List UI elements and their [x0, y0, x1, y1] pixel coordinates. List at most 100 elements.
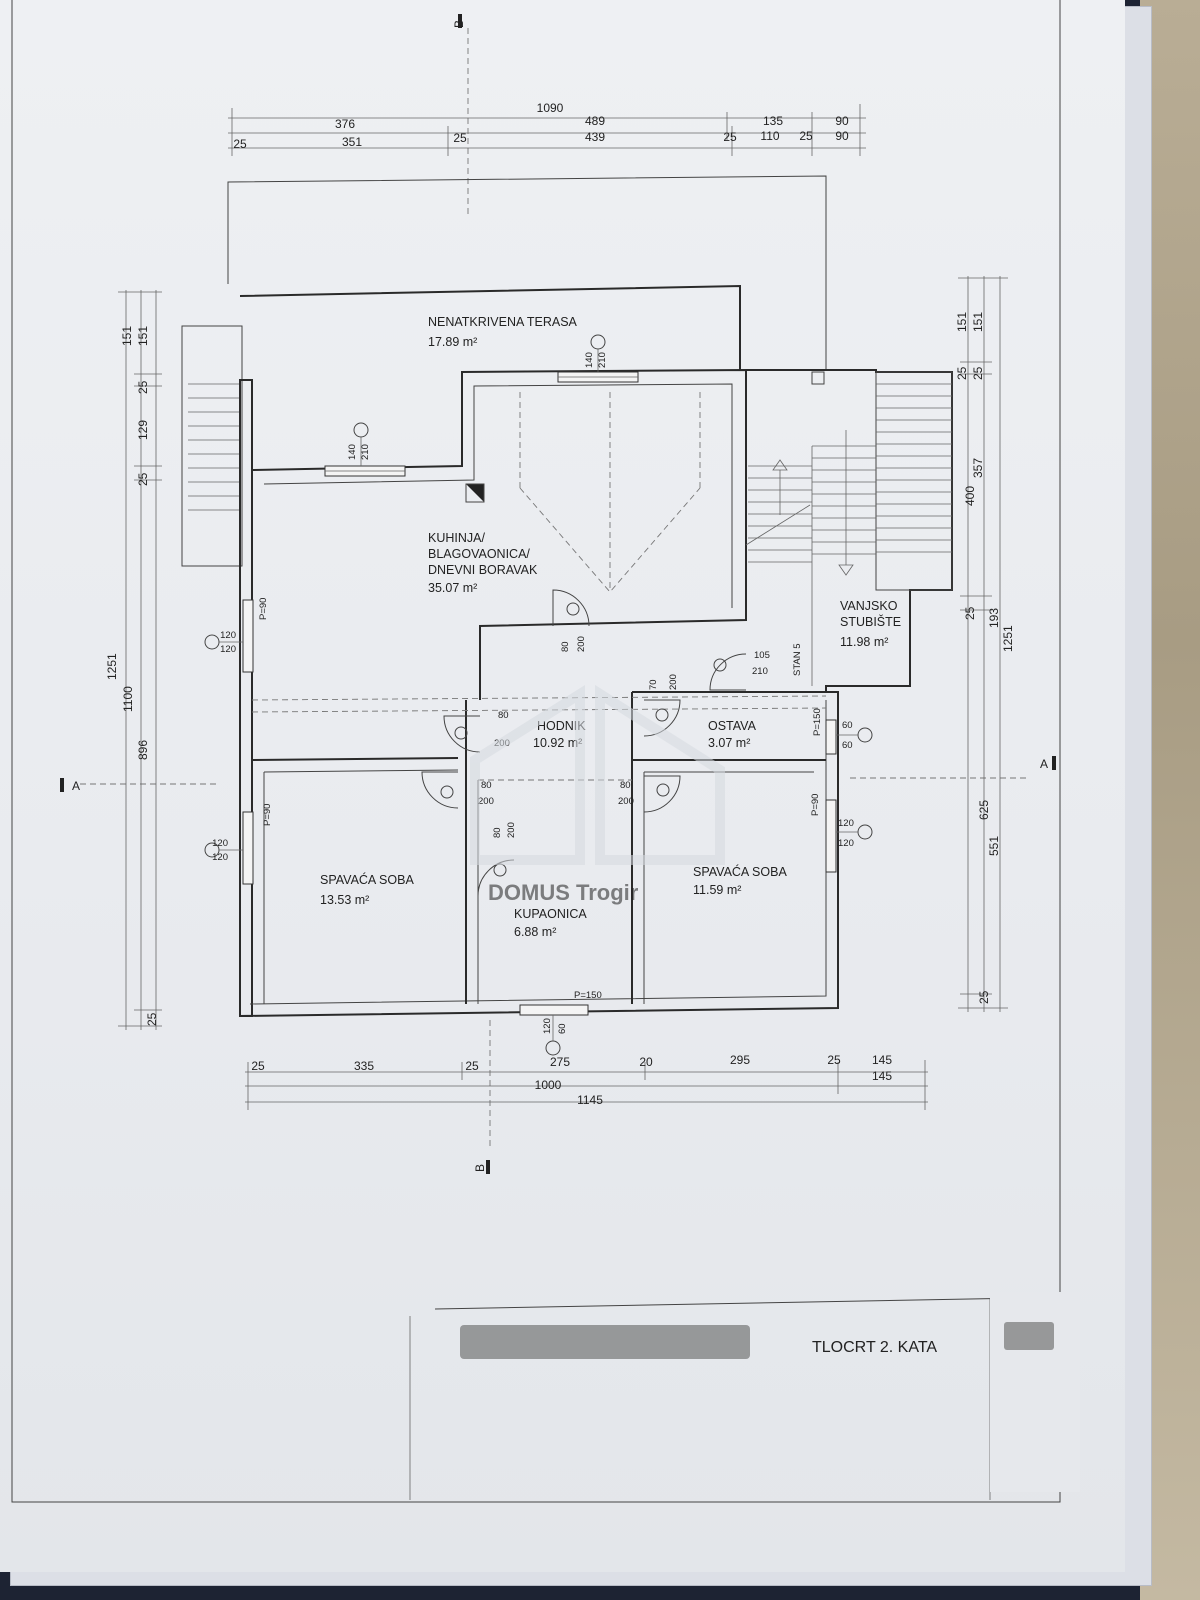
svg-text:P=90: P=90 — [258, 598, 269, 620]
svg-text:STAN 5: STAN 5 — [792, 643, 803, 676]
svg-text:80: 80 — [498, 710, 509, 721]
room-kupaonica-name: KUPAONICA — [514, 907, 587, 921]
svg-text:80: 80 — [620, 780, 631, 791]
section-label-a-right: A — [1040, 757, 1048, 771]
svg-text:200: 200 — [618, 796, 634, 807]
svg-text:151: 151 — [955, 312, 969, 332]
svg-text:489: 489 — [585, 114, 605, 128]
svg-text:80: 80 — [492, 827, 503, 838]
svg-text:200: 200 — [668, 674, 679, 690]
svg-text:25: 25 — [233, 137, 247, 151]
svg-text:60: 60 — [842, 740, 853, 751]
svg-text:200: 200 — [506, 822, 517, 838]
svg-text:151: 151 — [971, 312, 985, 332]
svg-text:120: 120 — [838, 818, 854, 829]
svg-text:120: 120 — [220, 644, 236, 655]
section-marker-a-right — [1052, 756, 1056, 770]
svg-text:376: 376 — [335, 117, 355, 131]
svg-text:439: 439 — [585, 130, 605, 144]
svg-text:P=90: P=90 — [810, 794, 821, 816]
section-marker-a-left — [60, 778, 64, 792]
svg-text:120: 120 — [542, 1018, 553, 1034]
windows — [242, 371, 837, 1016]
svg-text:25: 25 — [136, 472, 150, 486]
svg-text:200: 200 — [478, 796, 494, 807]
external-stair-treads — [745, 383, 952, 686]
svg-text:400: 400 — [963, 486, 977, 506]
svg-text:145: 145 — [872, 1069, 892, 1083]
svg-text:25: 25 — [955, 366, 969, 380]
floor-plan: B B A A 1090 376 489 135 90 25 351 25 43… — [11, 0, 1081, 1503]
bottom-dimension-chain: 25 335 25 275 20 295 25 145 1000 145 114… — [245, 1053, 928, 1110]
window-left-kuhinja — [242, 599, 254, 673]
svg-text:120: 120 — [212, 852, 228, 863]
window-left-soba — [242, 811, 254, 885]
room-kuhinja-name-1: KUHINJA/ — [428, 531, 485, 545]
room-kupaonica-area: 6.88 m² — [514, 925, 556, 939]
svg-text:120: 120 — [838, 838, 854, 849]
svg-text:295: 295 — [730, 1053, 750, 1067]
svg-text:210: 210 — [360, 444, 371, 460]
svg-text:151: 151 — [120, 326, 134, 346]
svg-text:25: 25 — [827, 1053, 841, 1067]
svg-text:335: 335 — [354, 1059, 374, 1073]
svg-text:60: 60 — [842, 720, 853, 731]
section-marker-b-top — [458, 14, 462, 28]
svg-text:357: 357 — [971, 458, 985, 478]
room-labels: NENATKRIVENA TERASA 17.89 m² KUHINJA/ BL… — [320, 315, 901, 939]
section-marker-b-bottom — [486, 1160, 490, 1174]
svg-text:129: 129 — [136, 420, 150, 440]
svg-text:25: 25 — [971, 366, 985, 380]
section-label-b-top: B — [452, 20, 466, 28]
svg-text:1100: 1100 — [121, 686, 135, 712]
door-kuhinja — [552, 589, 590, 627]
room-terasa-area: 17.89 m² — [428, 335, 477, 349]
room-hodnik-name: HODNIK — [537, 719, 586, 733]
dim-right-outer: 1251 — [1001, 625, 1015, 652]
svg-text:896: 896 — [136, 740, 150, 760]
svg-text:210: 210 — [752, 666, 768, 677]
svg-text:25: 25 — [465, 1059, 479, 1073]
room-hodnik-area: 10.92 m² — [533, 736, 582, 750]
watermark: DOMUS Trogir — [470, 684, 725, 905]
svg-text:210: 210 — [597, 352, 608, 368]
svg-text:120: 120 — [212, 838, 228, 849]
room-ostava-name: OSTAVA — [708, 719, 757, 733]
room-terasa-name: NENATKRIVENA TERASA — [428, 315, 578, 329]
room-soba1-area: 13.53 m² — [320, 893, 369, 907]
svg-text:351: 351 — [342, 135, 362, 149]
svg-text:200: 200 — [576, 636, 587, 652]
svg-text:135: 135 — [763, 114, 783, 128]
svg-text:25: 25 — [453, 131, 467, 145]
svg-text:25: 25 — [136, 380, 150, 394]
left-dimension-chain: 1251 1100 151 151 25 129 25 896 25 — [105, 290, 162, 1030]
room-stubiste-area: 11.98 m² — [840, 635, 888, 649]
opening-markers — [204, 334, 873, 1056]
window-ostava — [825, 719, 837, 755]
building-walls — [181, 175, 953, 1017]
svg-text:25: 25 — [723, 130, 737, 144]
svg-text:110: 110 — [760, 129, 779, 143]
svg-text:25: 25 — [977, 990, 991, 1004]
room-stubiste-name-2: STUBIŠTE — [840, 614, 901, 629]
room-soba2-area: 11.59 m² — [693, 883, 741, 897]
svg-text:275: 275 — [550, 1055, 570, 1069]
door-ostava — [643, 699, 681, 737]
section-label-b-bottom: B — [473, 1164, 487, 1172]
sheet-title: TLOCRT 2. KATA — [812, 1339, 937, 1356]
svg-text:625: 625 — [977, 800, 991, 820]
svg-text:140: 140 — [584, 352, 595, 368]
svg-text:25: 25 — [799, 129, 813, 143]
svg-text:1000: 1000 — [535, 1078, 562, 1092]
svg-text:25: 25 — [251, 1059, 265, 1073]
svg-text:120: 120 — [220, 630, 236, 641]
svg-text:140: 140 — [347, 444, 358, 460]
redacted-logo — [1004, 1322, 1054, 1350]
dim-left-outer: 1251 — [105, 653, 119, 680]
right-dimension-chain: 151 25 400 25 625 25 151 25 357 193 1251… — [955, 276, 1015, 1012]
svg-text:80: 80 — [560, 641, 571, 652]
door-soba2 — [643, 775, 681, 813]
room-soba1-name: SPAVAĆA SOBA — [320, 872, 414, 887]
dim-top-overall: 1090 — [537, 101, 564, 115]
room-kuhinja-area: 35.07 m² — [428, 581, 477, 595]
